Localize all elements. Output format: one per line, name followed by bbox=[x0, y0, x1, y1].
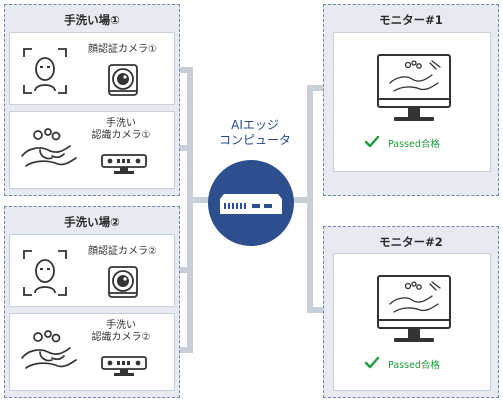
hand-camera-card-1: 手洗い 認識カメラ① bbox=[9, 111, 175, 189]
hand-camera-label-line2: 認識カメラ② bbox=[91, 332, 151, 343]
device-brand-label: CONTEC bbox=[239, 189, 265, 195]
hub-label-line1: AIエッジ bbox=[231, 118, 279, 132]
monitor-card-1: Passed合格 bbox=[333, 32, 491, 172]
bar-camera-icon bbox=[100, 354, 148, 378]
face-camera-label: 顔認証カメラ① bbox=[88, 44, 157, 55]
status-passed: Passed合格 bbox=[388, 139, 440, 150]
check-icon bbox=[364, 355, 380, 369]
hub-label: AIエッジ コンピュータ bbox=[205, 118, 305, 148]
dome-camera-icon bbox=[106, 61, 140, 97]
hand-camera-label-line2: 認識カメラ① bbox=[91, 130, 151, 141]
hand-camera-label: 手洗い 認識カメラ② bbox=[90, 320, 152, 344]
hand-camera-label: 手洗い 認識カメラ① bbox=[90, 118, 152, 142]
bar-camera-icon bbox=[100, 152, 148, 176]
monitor-handwash-icon bbox=[376, 53, 452, 127]
face-scan-icon bbox=[22, 47, 68, 95]
hand-camera-card-2: 手洗い 認識カメラ② bbox=[9, 313, 175, 391]
face-camera-card-1: 顔認証カメラ① bbox=[9, 32, 175, 105]
monitor-title: モニター#2 bbox=[379, 235, 443, 249]
station-title: 手洗い場① bbox=[64, 13, 120, 27]
handwash-icon bbox=[18, 126, 80, 176]
handwash-icon bbox=[18, 328, 80, 378]
monitor-handwash-icon bbox=[376, 274, 452, 348]
ai-edge-computer-node: CONTEC bbox=[208, 160, 294, 246]
monitor-title: モニター#1 bbox=[379, 13, 443, 27]
face-scan-icon bbox=[22, 249, 68, 297]
dome-camera-icon bbox=[106, 263, 140, 299]
face-camera-card-2: 顔認証カメラ② bbox=[9, 234, 175, 307]
hand-camera-label-line1: 手洗い bbox=[106, 320, 136, 331]
station-title: 手洗い場② bbox=[64, 215, 120, 229]
edge-device-icon bbox=[218, 188, 284, 218]
hub-label-line2: コンピュータ bbox=[218, 133, 291, 147]
hand-camera-label-line1: 手洗い bbox=[106, 118, 136, 129]
status-passed: Passed合格 bbox=[388, 360, 440, 371]
monitor-card-2: Passed合格 bbox=[333, 253, 491, 391]
check-icon bbox=[364, 134, 380, 148]
face-camera-label: 顔認証カメラ② bbox=[88, 246, 157, 257]
